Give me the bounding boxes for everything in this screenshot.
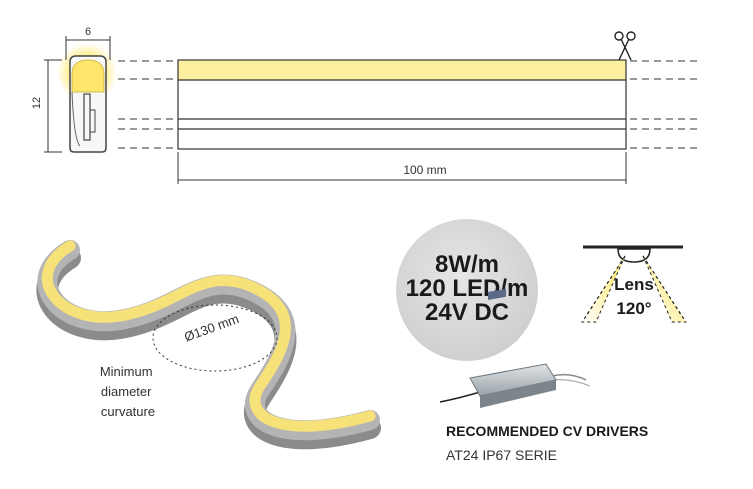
drivers-subtitle: AT24 IP67 SERIE bbox=[446, 447, 557, 463]
drivers-title: RECOMMENDED CV DRIVERS bbox=[446, 423, 648, 439]
driver-cable-left bbox=[439, 391, 481, 403]
bend-note-line: Minimum bbox=[100, 364, 153, 379]
bend-note: Minimum diameter curvature bbox=[100, 364, 156, 419]
spec-badge: 8W/m 120 LED/m 24V DC bbox=[396, 219, 538, 361]
strip-side-view: 100 mm bbox=[118, 31, 700, 184]
strip-body bbox=[177, 59, 627, 150]
bend-diameter-label: Ø130 mm bbox=[182, 311, 241, 345]
bent-strip-led bbox=[42, 240, 376, 432]
driver-illustration bbox=[439, 288, 591, 408]
scissors-icon bbox=[614, 31, 636, 61]
lens-angle: 120° bbox=[616, 299, 651, 318]
bent-strip-illustration: Ø130 mm Minimum diameter curvature bbox=[36, 240, 381, 450]
strip-length-label: 100 mm bbox=[403, 163, 446, 177]
spec-circle bbox=[396, 219, 538, 361]
bend-note-line: diameter bbox=[101, 384, 152, 399]
bend-diameter-circle bbox=[152, 304, 278, 372]
strip-led-lens bbox=[178, 60, 626, 80]
lens-label: Lens bbox=[614, 275, 654, 294]
lens-icon bbox=[617, 248, 651, 263]
profile-width-label: 6 bbox=[85, 26, 91, 38]
profile-cross-section: 6 12 bbox=[31, 26, 117, 153]
lens-beam-diagram: Lens 120° bbox=[581, 245, 687, 323]
spec-power: 8W/m bbox=[435, 251, 499, 278]
spec-voltage: 24V DC bbox=[425, 299, 509, 326]
driver-cable-right bbox=[551, 373, 587, 381]
profile-height-label: 12 bbox=[31, 97, 43, 109]
bend-note-line: curvature bbox=[101, 404, 155, 419]
spec-led-density: 120 LED/m bbox=[406, 275, 529, 302]
profile-led-dome bbox=[71, 59, 105, 93]
